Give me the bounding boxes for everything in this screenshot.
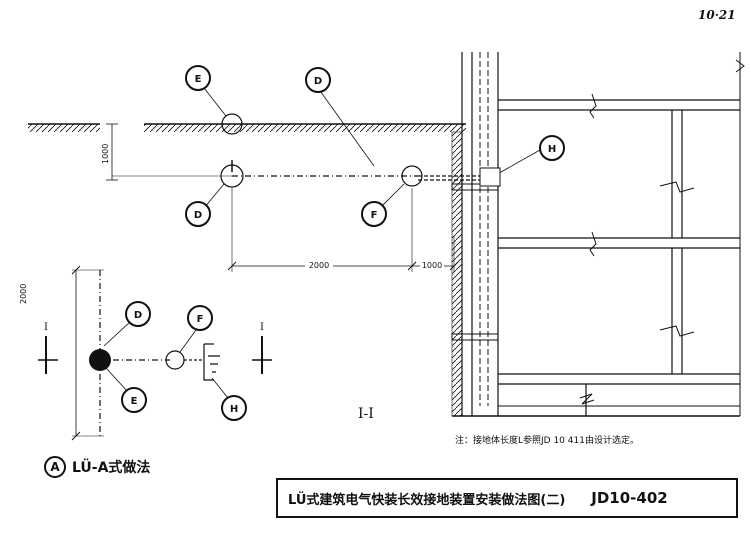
callout-F-plan-text: F	[197, 314, 204, 325]
detail-mark: A	[44, 456, 66, 478]
plan-view: 2000 I I	[19, 265, 272, 441]
callout-H-plan-text: H	[230, 404, 238, 415]
spacing-dimension-text: 2000	[309, 261, 329, 270]
design-note: 注：接地体长度L参照JD 10 411由设计选定。	[455, 436, 639, 446]
depth-dimension-text: 1000	[101, 144, 110, 164]
callout-H-plan: H	[221, 395, 247, 421]
detail-caption: A LÜ-A式做法	[44, 456, 150, 478]
callout-H-top-text: H	[548, 144, 556, 155]
title-block: LÜ式建筑电气快装长效接地装置安装做法图(二) JD10-402	[276, 478, 738, 518]
callout-D-mid-text: D	[194, 210, 202, 221]
drawing-title: LÜ式建筑电气快装长效接地装置安装做法图(二)	[288, 492, 566, 508]
building-section	[451, 52, 745, 417]
section-mark-right: I	[260, 322, 264, 333]
callout-F-mid-text: F	[371, 210, 378, 221]
callout-E-plan: E	[121, 387, 147, 413]
section-label: I-I	[358, 406, 374, 422]
ground-surface	[28, 123, 466, 132]
offset-dimension-text: 1000	[422, 261, 442, 270]
plan-electrode	[89, 349, 111, 371]
plan-connector	[165, 350, 185, 370]
plan-length-text: 2000	[19, 284, 28, 304]
connector-circle	[401, 165, 423, 187]
callout-E-top: E	[185, 65, 211, 91]
spacing-dimension: 2000 1000	[227, 188, 459, 272]
leader-lines	[203, 87, 541, 209]
detail-caption-text: LÜ-A式做法	[72, 460, 151, 476]
callout-F-mid: F	[361, 201, 387, 227]
drawing-code: JD10-402	[591, 489, 668, 507]
ground-entry-circle	[221, 113, 243, 135]
callout-D-plan: D	[125, 301, 151, 327]
callout-D-top: D	[305, 67, 331, 93]
callout-E-top-text: E	[195, 74, 202, 85]
page-number: 10·21	[698, 8, 736, 22]
callout-D-top-text: D	[314, 76, 322, 87]
callout-H-top: H	[539, 135, 565, 161]
callout-F-plan: F	[187, 305, 213, 331]
callout-E-plan-text: E	[131, 396, 138, 407]
callout-D-plan-text: D	[134, 310, 142, 321]
section-mark-left: I	[44, 322, 48, 333]
plan-wall-terminal	[203, 343, 220, 381]
depth-dimension: 1000	[101, 123, 232, 181]
callout-D-mid: D	[185, 201, 211, 227]
